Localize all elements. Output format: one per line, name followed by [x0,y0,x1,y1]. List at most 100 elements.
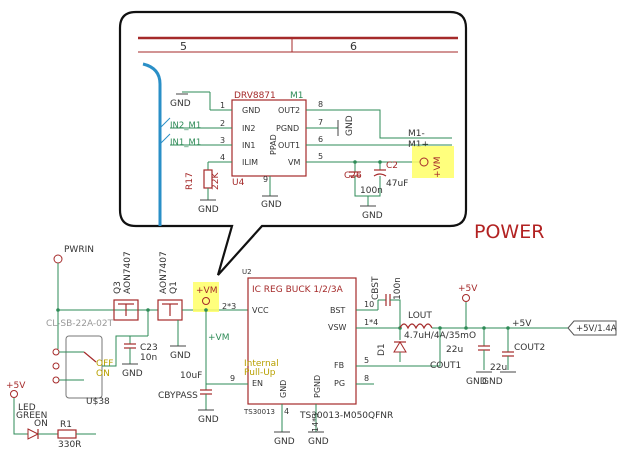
pin2-num: 2 [220,119,225,128]
pin-vm-label: VM [288,158,300,167]
c2-value: 47uF [386,179,408,189]
fb-to-vout [412,328,441,367]
cbypass-value: 10uF [180,371,202,381]
pwrin-label: PWRIN [64,245,94,255]
v5-net-label: +5V [512,319,532,329]
reg-pin-vcc: VCC [252,306,269,315]
cout2-value: 22u [490,363,507,373]
c2-ref: C2 [386,161,398,171]
pin-in1-label: IN1 [242,141,255,150]
gnd-label-cout1: GND [466,377,487,387]
pin-out1-label: OUT1 [278,141,300,150]
r1-body [57,429,77,439]
cbypass-ref: CBYPASS [158,391,198,401]
switch-part: CL-SB-22A-02T [46,319,114,329]
gnd-label-pgnd: GND [345,115,355,136]
led-color: GREEN [16,411,47,421]
net-in1-m1: IN1_M1 [170,138,201,148]
switch-off: OFF [96,359,113,369]
pin-ppad-label: PPAD [269,134,278,155]
reg-pin-num-14x3: 14*3 [311,413,320,432]
c23-value: 10n [140,353,157,363]
section-title: POWER [474,221,544,243]
c26-value: 100n [360,186,383,196]
pin5-num: 5 [318,152,323,161]
vm-supply-symbol-power [202,297,210,305]
v5-label-out: +5V [458,284,478,294]
vm-highlight-zoom [412,146,454,178]
frame-col-6: 6 [350,40,357,53]
net-in2-m1: IN2_M1 [170,121,201,131]
pin9-num: 9 [263,175,268,184]
q3-symbol [112,299,140,321]
pin-gnd-label: GND [242,106,260,115]
v5-label-led: +5V [6,381,26,391]
drv8871-ref: U4 [232,178,245,188]
cout2-ref: COUT2 [514,343,545,353]
switch-body [65,335,103,399]
pin7-num: 7 [318,118,323,127]
out-flag [567,320,617,336]
switch-pin-2 [52,362,60,370]
cout1-value: 22u [446,345,463,355]
q3-ref: Q3 [113,281,123,294]
vm-net-label: +VM [208,333,229,343]
pin-pgnd-label: PGND [276,124,299,133]
drv8871-body [231,99,307,177]
reg-pin-num-9: 9 [230,374,235,383]
pin6-num: 6 [318,135,323,144]
switch-pin-3 [52,376,60,384]
switch-lever [83,351,97,363]
reg-body [247,277,357,405]
reg-pin-vsw: VSW [328,323,347,332]
v5-symbol-led [10,390,18,398]
reg-pin-num-5: 5 [364,356,369,365]
reg-pin-num-2x3: 2*3 [222,302,236,311]
r1-ref: R1 [60,420,72,430]
pin-in2-label: IN2 [242,124,255,133]
pwrin-symbol [53,254,63,264]
reg-internal: Internal [244,359,279,369]
drv8871-name: DRV8871 [234,91,276,101]
reg-pin-num-10: 10 [364,300,374,309]
gnd-label-c23: GND [122,369,143,379]
vm-supply-symbol-zoom [419,157,429,167]
pin3-num: 3 [220,136,225,145]
lout-ref: LOUT [408,311,432,321]
led-on: ON [34,419,48,429]
motor-ref: M1 [290,91,304,101]
q1-part: AON7407 [159,251,169,294]
gnd-label-r17: GND [198,205,219,215]
cbst-to-vsw [390,299,401,328]
q1-symbol [157,299,183,321]
switch-ref: U$38 [86,397,110,407]
lout-coil [399,323,433,330]
v5-symbol-out [462,294,470,302]
r1-value: 330R [58,440,81,450]
cbst-value: 100n [393,277,403,300]
out2-to-m1minus [330,109,452,139]
c23-ref: C23 [140,343,158,353]
net-m1-plus: M1+ [408,140,429,150]
led-symbol [27,428,40,440]
led-ref: LED [18,403,36,413]
pin1-num: 1 [220,101,225,110]
cbst-ref: CBST [371,276,381,300]
gnd-label-u4: GND [261,200,282,210]
gnd-label-reg: GND [274,437,295,447]
v5-out-junction [464,326,468,330]
q3-part: AON7407 [123,251,133,294]
bus-tap-1 [159,117,171,129]
bus-tap-2 [159,133,171,145]
gnd-label-reg-pgnd: GND [308,437,329,447]
reg-pin-en: EN [252,379,263,388]
switch-on: ON [96,369,110,379]
switch-pin-1 [52,348,60,356]
reg-label-small: TS30013 [243,408,275,416]
reg-ref: U2 [242,268,252,276]
pin-ilim-label: ILIM [242,158,258,167]
reg-pin-pg: PG [334,379,345,388]
gnd-label-q1: GND [170,351,191,361]
pin-out2-label: OUT2 [278,106,300,115]
